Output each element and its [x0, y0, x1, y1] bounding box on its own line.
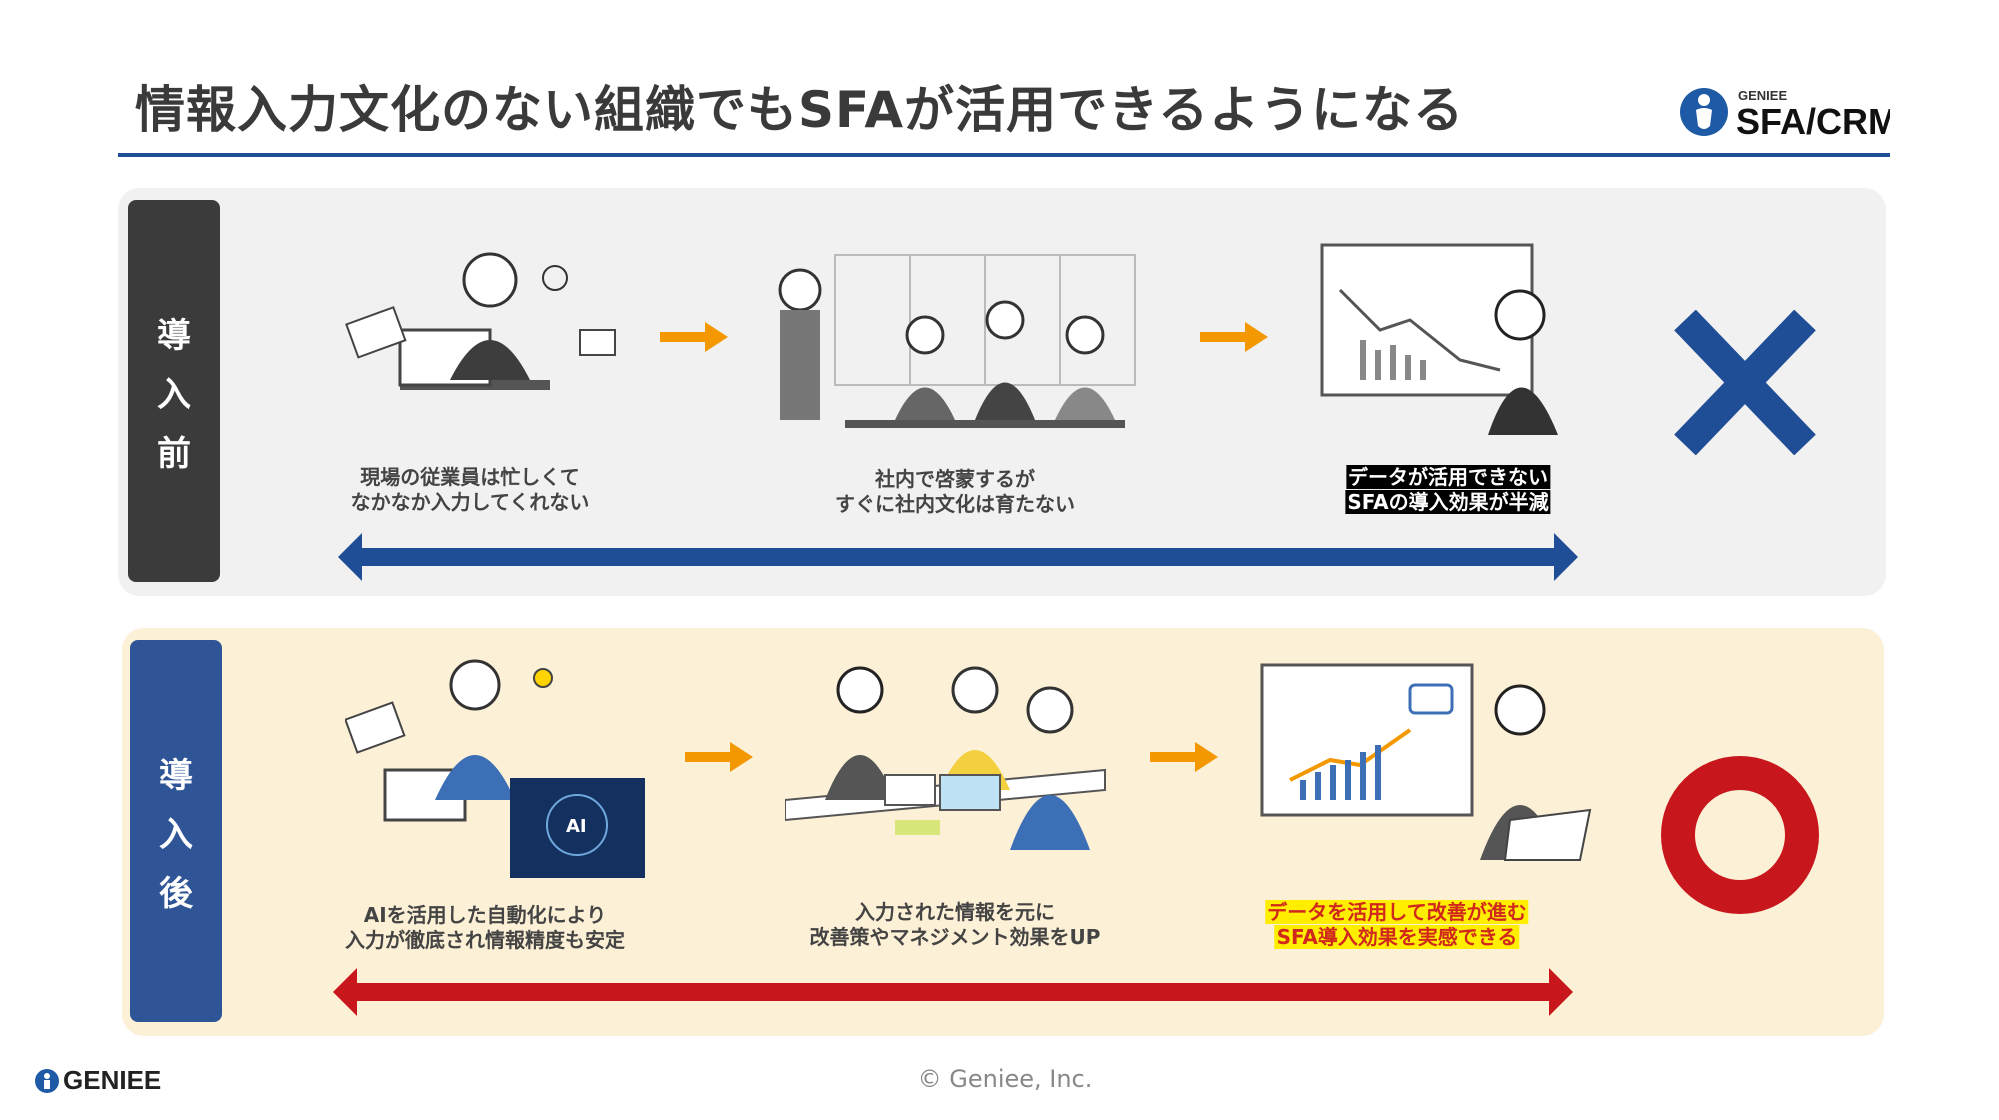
ai-employee-illustration: AI [345, 659, 645, 878]
before-double-arrow [338, 533, 1578, 581]
growth-chart-illustration [1260, 663, 1592, 861]
after-step-2-caption: 入力された情報を元に改善策やマネジメント効果をUP [809, 900, 1101, 949]
circle-icon [1661, 756, 1819, 914]
arrow-right-icon [1200, 322, 1268, 352]
arrow-right-icon [1150, 742, 1218, 772]
meeting-illustration [778, 254, 1136, 428]
after-double-arrow [333, 968, 1573, 1016]
footer-logo: GENIEE [35, 1065, 161, 1096]
label-char: 前 [157, 433, 191, 474]
after-label: 導 入 後 [130, 640, 222, 1022]
geniee-sfa-crm-logo: GENIEE SFA/CRM [1680, 88, 1890, 142]
copyright: © Geniee, Inc. [917, 1065, 1093, 1093]
cross-icon [1674, 310, 1816, 455]
ai-badge: AI [566, 816, 587, 837]
logo-brand: GENIEE [1738, 88, 1787, 103]
declining-chart-illustration [1320, 243, 1558, 435]
logo-product: SFA/CRM [1736, 101, 1890, 142]
label-char: 導 [157, 315, 191, 356]
before-label: 導 入 前 [128, 200, 220, 582]
geniee-logo-icon [35, 1068, 59, 1093]
after-panel [122, 628, 1884, 1036]
footer-brand: GENIEE [63, 1065, 162, 1095]
label-char: 後 [159, 873, 193, 914]
label-char: 入 [157, 374, 191, 415]
label-char: 導 [159, 755, 193, 796]
arrow-right-icon [660, 322, 728, 352]
after-step-1-caption: AIを活用した自動化により入力が徹底され情報精度も安定 [345, 903, 625, 952]
title-underline [118, 153, 1890, 157]
before-step-1-caption: 現場の従業員は忙しくてなかなか入力してくれない [350, 465, 590, 514]
label-char: 入 [159, 814, 193, 855]
team-meeting-illustration [785, 666, 1106, 850]
page-title: 情報入力文化のない組織でもSFAが活用できるようになる [135, 81, 1465, 139]
busy-employee-illustration [345, 252, 616, 390]
arrow-right-icon [685, 742, 753, 772]
before-step-2-caption: 社内で啓蒙するがすぐに社内文化は育たない [835, 467, 1075, 516]
